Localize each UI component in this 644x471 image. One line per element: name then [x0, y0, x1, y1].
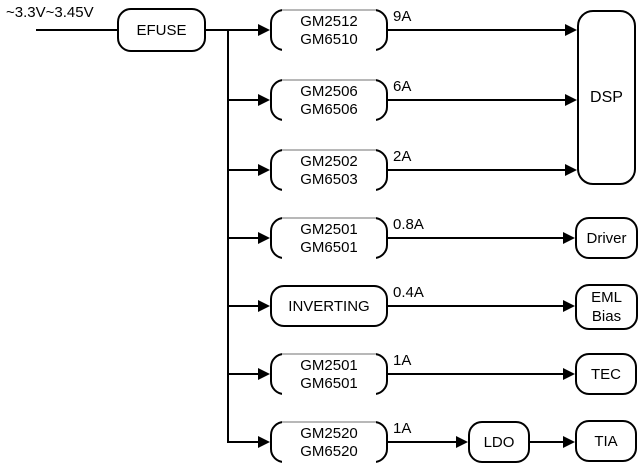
- tec-label: TEC: [591, 365, 621, 383]
- output-line-1: [388, 29, 565, 31]
- chip-line1: GM2502: [300, 153, 358, 170]
- current-label-6: 1A: [393, 352, 412, 369]
- chip-textbox: GM2512 GM6510: [282, 9, 376, 53]
- regulator-block-inverting: INVERTING: [270, 285, 388, 327]
- arrowhead-icon: [565, 24, 577, 36]
- arrowhead-icon: [258, 164, 270, 176]
- chip-line2: GM6501: [300, 375, 358, 392]
- chip-line1: GM2501: [300, 221, 358, 238]
- output-line-2: [388, 99, 565, 101]
- regulator-block-2: GM2506 GM6506: [270, 79, 388, 123]
- current-label-7: 1A: [393, 420, 412, 437]
- branch-line-5: [227, 305, 258, 307]
- chip-textbox: GM2520 GM6520: [282, 421, 376, 465]
- arrowhead-icon: [258, 232, 270, 244]
- arrowhead-icon: [563, 232, 575, 244]
- eml-bias-block: EML Bias: [575, 284, 638, 330]
- output-line-5: [388, 305, 563, 307]
- chip-line1: GM2520: [300, 425, 358, 442]
- arrowhead-icon: [563, 368, 575, 380]
- branch-line-1: [227, 29, 258, 31]
- chip-line1: GM2501: [300, 357, 358, 374]
- regulator-block-6: GM2501 GM6501: [270, 353, 388, 397]
- input-voltage-label: ~3.3V~3.45V: [6, 4, 94, 21]
- regulator-block-4: GM2501 GM6501: [270, 217, 388, 261]
- ldo-label: LDO: [483, 433, 515, 451]
- arrowhead-icon: [563, 436, 575, 448]
- branch-line-3: [227, 169, 258, 171]
- arrowhead-icon: [258, 24, 270, 36]
- arrowhead-icon: [258, 368, 270, 380]
- regulator-block-7: GM2520 GM6520: [270, 421, 388, 465]
- branch-line-2: [227, 99, 258, 101]
- branch-line-4: [227, 237, 258, 239]
- branch-line-7: [227, 441, 258, 443]
- driver-label: Driver: [586, 229, 627, 247]
- eml-bias-line2: Bias: [591, 308, 622, 325]
- arrowhead-icon: [565, 94, 577, 106]
- chip-line1: INVERTING: [288, 297, 370, 315]
- regulator-block-3: GM2502 GM6503: [270, 149, 388, 193]
- arrowhead-icon: [456, 436, 468, 448]
- driver-block: Driver: [575, 217, 638, 259]
- output-line-7b: [530, 441, 563, 443]
- efuse-label: EFUSE: [136, 21, 187, 39]
- arrowhead-icon: [258, 94, 270, 106]
- efuse-output-line: [206, 29, 229, 31]
- tec-block: TEC: [575, 353, 637, 395]
- ldo-block: LDO: [468, 421, 530, 463]
- current-label-3: 2A: [393, 148, 412, 165]
- arrowhead-icon: [565, 164, 577, 176]
- efuse-block: EFUSE: [117, 8, 206, 52]
- chip-line2: GM6501: [300, 239, 358, 256]
- output-line-3: [388, 169, 565, 171]
- output-line-6: [388, 373, 563, 375]
- power-bus-line: [227, 29, 229, 443]
- chip-line1: GM2506: [300, 83, 358, 100]
- chip-line2: GM6510: [300, 31, 358, 48]
- current-label-4: 0.8A: [393, 216, 424, 233]
- output-line-7a: [388, 441, 456, 443]
- arrowhead-icon: [258, 436, 270, 448]
- chip-textbox: GM2506 GM6506: [282, 79, 376, 123]
- regulator-block-1: GM2512 GM6510: [270, 9, 388, 53]
- chip-line2: GM6506: [300, 101, 358, 118]
- current-label-1: 9A: [393, 8, 412, 25]
- arrowhead-icon: [258, 300, 270, 312]
- current-label-5: 0.4A: [393, 284, 424, 301]
- dsp-label: DSP: [590, 88, 623, 106]
- tia-label: TIA: [594, 432, 618, 450]
- arrowhead-icon: [563, 300, 575, 312]
- chip-textbox: GM2501 GM6501: [282, 353, 376, 397]
- output-line-4: [388, 237, 563, 239]
- current-label-2: 6A: [393, 78, 412, 95]
- chip-line2: GM6520: [300, 443, 358, 460]
- chip-line2: GM6503: [300, 171, 358, 188]
- tia-block: TIA: [575, 420, 637, 462]
- dsp-block: DSP: [577, 10, 636, 185]
- chip-line1: GM2512: [300, 13, 358, 30]
- eml-bias-line1: EML: [591, 289, 622, 306]
- chip-textbox: GM2502 GM6503: [282, 149, 376, 193]
- chip-textbox: GM2501 GM6501: [282, 217, 376, 261]
- branch-line-6: [227, 373, 258, 375]
- input-line: [36, 29, 117, 31]
